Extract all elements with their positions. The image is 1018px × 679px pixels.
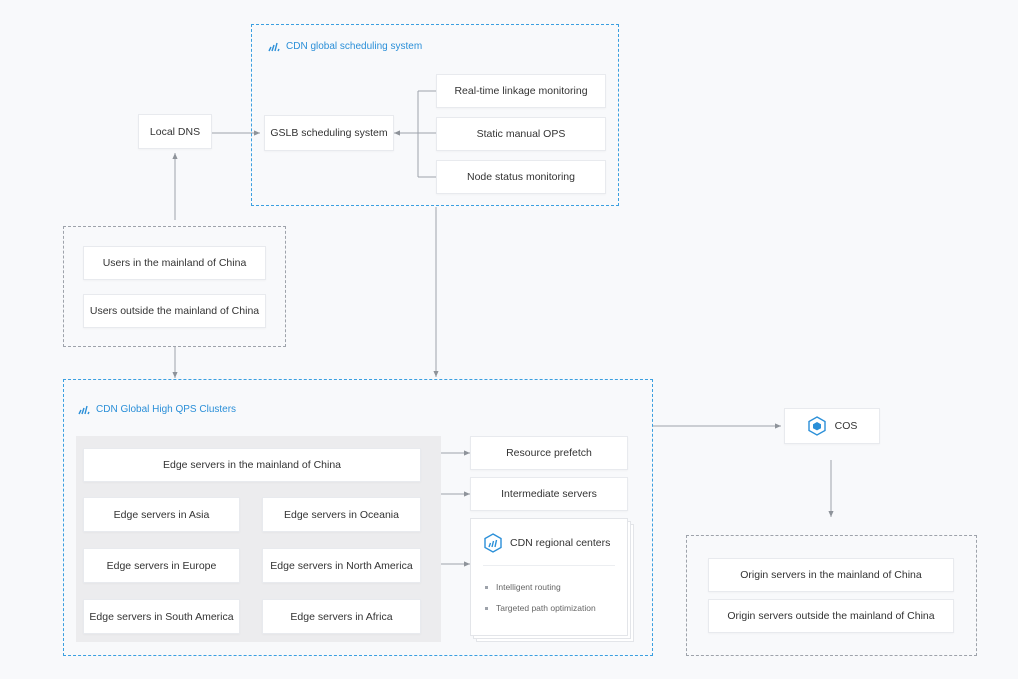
resource-prefetch-box: Resource prefetch	[470, 436, 628, 470]
users-outside-box: Users outside the mainland of China	[83, 294, 266, 328]
regional-centers-divider	[483, 565, 615, 566]
bullet-dot	[485, 585, 488, 589]
clusters-title-text: CDN Global High QPS Clusters	[96, 404, 237, 415]
realtime-monitoring-box: Real-time linkage monitoring	[436, 74, 606, 108]
users-outside-label: Users outside the mainland of China	[89, 305, 260, 317]
intelligent-routing-item: Intelligent routing	[485, 582, 561, 592]
users-mainland-label: Users in the mainland of China	[102, 257, 247, 269]
scheduling-system-group	[251, 24, 619, 206]
edge-oceania-label: Edge servers in Oceania	[284, 508, 399, 521]
edge-oceania-box: Edge servers in Oceania	[262, 497, 421, 532]
edge-south-america-box: Edge servers in South America	[83, 599, 240, 634]
local-dns-box: Local DNS	[138, 114, 212, 149]
edge-north-america-label: Edge servers in North America	[270, 559, 413, 572]
resource-prefetch-label: Resource prefetch	[506, 447, 592, 459]
intermediate-servers-box: Intermediate servers	[470, 477, 628, 511]
intelligent-routing-label: Intelligent routing	[496, 582, 561, 592]
static-ops-box: Static manual OPS	[436, 117, 606, 151]
static-ops-label: Static manual OPS	[476, 128, 566, 140]
edge-africa-box: Edge servers in Africa	[262, 599, 421, 634]
edge-africa-label: Edge servers in Africa	[290, 610, 393, 623]
origin-outside-box: Origin servers outside the mainland of C…	[708, 599, 954, 633]
bullet-dot	[485, 606, 488, 610]
origin-mainland-box: Origin servers in the mainland of China	[708, 558, 954, 592]
origin-servers-group	[686, 535, 977, 656]
edge-south-america-label: Edge servers in South America	[89, 610, 234, 623]
scheduling-system-title-text: CDN global scheduling system	[286, 41, 423, 52]
edge-europe-label: Edge servers in Europe	[106, 559, 217, 572]
targeted-path-label: Targeted path optimization	[496, 603, 596, 613]
edge-mainland-label: Edge servers in the mainland of China	[162, 459, 342, 471]
realtime-monitoring-label: Real-time linkage monitoring	[454, 85, 588, 97]
edge-north-america-box: Edge servers in North America	[262, 548, 421, 583]
users-mainland-box: Users in the mainland of China	[83, 246, 266, 280]
node-status-label: Node status monitoring	[467, 171, 575, 183]
regional-centers-title: CDN regional centers	[510, 537, 611, 549]
regional-centers-card: CDN regional centers Intelligent routing…	[470, 518, 628, 636]
gslb-label: GSLB scheduling system	[270, 127, 388, 139]
origin-mainland-label: Origin servers in the mainland of China	[740, 569, 922, 581]
edge-asia-label: Edge servers in Asia	[113, 508, 210, 521]
local-dns-label: Local DNS	[149, 125, 201, 138]
clusters-title: CDN Global High QPS Clusters	[78, 404, 236, 415]
node-status-box: Node status monitoring	[436, 160, 606, 194]
cos-box: COS	[784, 408, 880, 444]
scheduling-system-title: CDN global scheduling system	[268, 41, 422, 52]
clusters-group	[63, 379, 653, 656]
origin-outside-label: Origin servers outside the mainland of C…	[727, 610, 935, 622]
edge-mainland-box: Edge servers in the mainland of China	[83, 448, 421, 482]
edge-europe-box: Edge servers in Europe	[83, 548, 240, 583]
targeted-path-item: Targeted path optimization	[485, 603, 596, 613]
regional-centers-header: CDN regional centers	[483, 533, 610, 553]
cdn-cloud-icon	[268, 42, 280, 51]
cos-hexagon-icon	[807, 416, 826, 436]
cdn-hexagon-icon	[484, 533, 502, 553]
users-group	[63, 226, 286, 347]
cos-label: COS	[834, 420, 858, 432]
intermediate-servers-label: Intermediate servers	[501, 488, 597, 500]
cdn-cloud-icon	[78, 405, 90, 414]
edge-asia-box: Edge servers in Asia	[83, 497, 240, 532]
gslb-box: GSLB scheduling system	[264, 115, 394, 151]
